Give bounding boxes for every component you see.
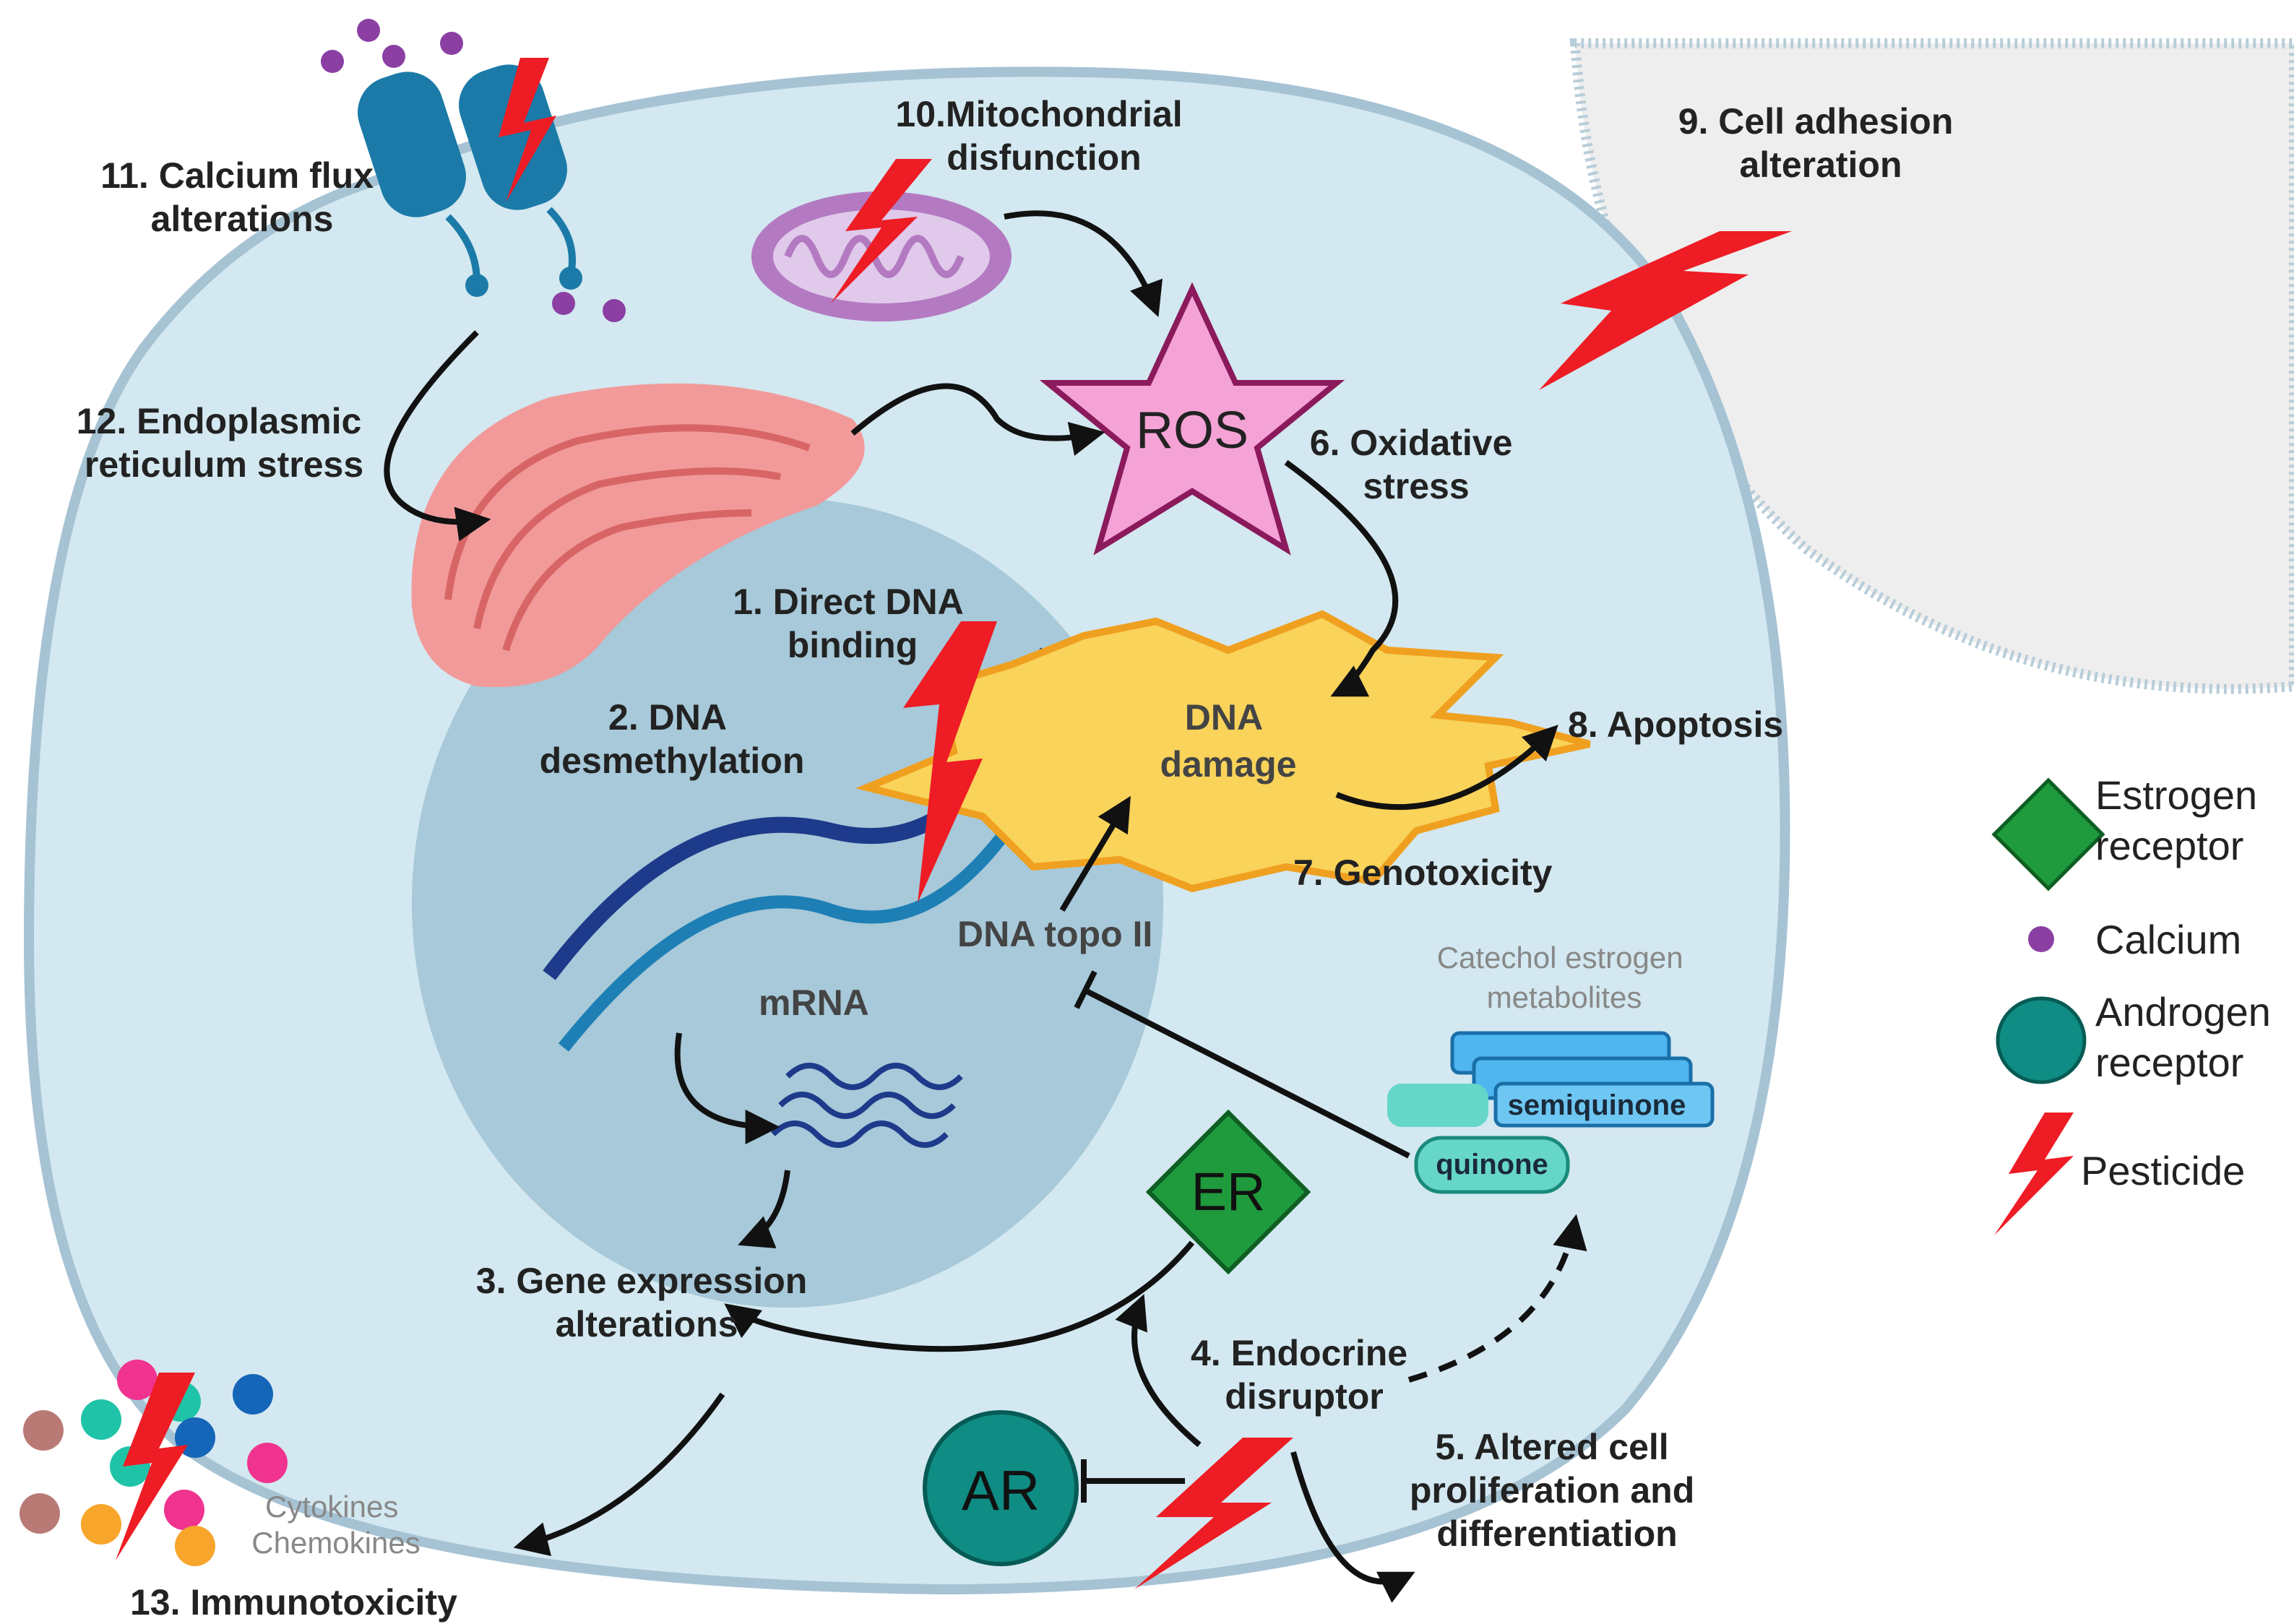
- label-apoptosis: 8. Apoptosis: [1568, 704, 1783, 745]
- label-direct-dna: 1. Direct DNA binding: [733, 582, 973, 665]
- ar-label: AR: [962, 1459, 1040, 1522]
- ar-receptor-circle: [923, 1410, 1079, 1566]
- arrow-ros-to-damage: [1284, 459, 1399, 697]
- arrow-pesticide-to-er: [1115, 1294, 1202, 1448]
- calcium-ion: [357, 19, 380, 42]
- arrow-gene-expr-to-immuno: [513, 1392, 725, 1556]
- cytokine-dot: [175, 1526, 215, 1566]
- legend-pesticide-icon: [1994, 1113, 2074, 1235]
- legend-estrogen-icon: [1991, 777, 2105, 891]
- label-altered-proliferation: 5. Altered cell proliferation and differ…: [1410, 1427, 1704, 1554]
- catechol-label: Catechol estrogen metabolites: [1437, 941, 1692, 1014]
- ion-channel-left: [358, 72, 466, 217]
- inhibit-metabolites-to-topo: [1082, 987, 1410, 1159]
- cytokine-dot: [233, 1374, 273, 1414]
- label-mitochondrial: 10.Mitochondrial disfunction: [895, 94, 1192, 178]
- quinone-plate: [1414, 1136, 1570, 1194]
- label-dna-desmethylation: 2. DNA desmethylation: [540, 697, 805, 781]
- cytokine-dot: [81, 1504, 121, 1545]
- channel-tail-bulb: [465, 274, 488, 297]
- legend-androgen-icon: [1996, 996, 2087, 1084]
- dna-topo-label: DNA topo II: [957, 914, 1152, 954]
- calcium-ion: [552, 292, 575, 315]
- label-gene-expression: 3. Gene expression alterations: [476, 1261, 817, 1344]
- legend-calcium-label: Calcium: [2095, 917, 2241, 962]
- er-receptor-diamond: [1145, 1109, 1311, 1275]
- quinone-label: quinone: [1436, 1149, 1548, 1180]
- arrow-er-to-ros: [850, 383, 1105, 457]
- pesticide-bolt-channel: [499, 58, 556, 202]
- pesticide-bolt-main: [1134, 1438, 1293, 1589]
- ros-label: ROS: [1136, 402, 1249, 459]
- cytokine-dot: [20, 1493, 60, 1534]
- label-oxidative-stress: 6. Oxidative stress: [1310, 423, 1523, 506]
- arrow-endocrine-to-metabolites: [1407, 1214, 1587, 1383]
- pesticide-bolt-adhesion: [1539, 231, 1792, 390]
- calcium-ion: [603, 299, 626, 322]
- calcium-ion: [382, 45, 405, 68]
- calcium-ion: [321, 50, 344, 73]
- legend-calcium-icon: [2028, 926, 2054, 952]
- arrow-dna-to-mrna: [674, 1032, 780, 1144]
- arrow-topo-to-damage: [1059, 795, 1131, 912]
- label-endocrine: 4. Endocrine disruptor: [1191, 1333, 1418, 1417]
- calcium-ion: [440, 32, 463, 55]
- cytokines-label: Cytokines Chemokines: [251, 1490, 420, 1560]
- cytokine-dot: [23, 1410, 64, 1451]
- label-calcium-flux: 11. Calcium flux alterations: [100, 155, 384, 239]
- label-immunotoxicity: 13. Immunotoxicity: [130, 1582, 457, 1623]
- label-genotoxicity: 7. Genotoxicity: [1293, 852, 1553, 893]
- dna-damage-burst: [855, 610, 1591, 893]
- calcium-channel-group: [321, 19, 626, 322]
- arrow-mito-to-ros: [1004, 210, 1163, 317]
- label-er-stress: 12. Endoplasmic reticulum stress: [77, 401, 372, 485]
- arrow-mrna-to-gene-expr: [738, 1170, 790, 1248]
- semiquinone-plate: [1493, 1081, 1715, 1128]
- ros-star: [1039, 282, 1345, 556]
- legend-pesticide-label: Pesticide: [2081, 1148, 2245, 1193]
- semiquinone-label: semiquinone: [1508, 1089, 1686, 1121]
- mrna-label: mRNA: [759, 982, 869, 1023]
- dna-damage-label: DNA damage: [1160, 697, 1297, 785]
- catechol-metabolites: [1387, 1031, 1715, 1194]
- pesticide-bolt-mito: [831, 159, 932, 303]
- cytokine-dot: [117, 1360, 158, 1400]
- pesticide-bolt-dna: [903, 621, 997, 903]
- arrow-pesticide-to-proliferation: [1290, 1451, 1415, 1603]
- ion-channel-right: [459, 64, 567, 210]
- cytokine-dot: [81, 1399, 121, 1440]
- er-label: ER: [1191, 1162, 1266, 1222]
- mrna-strands: [771, 1063, 963, 1148]
- cytokine-dot: [247, 1443, 288, 1483]
- inhibit-bar-topo: [1074, 970, 1098, 1009]
- channel-tail-bulb: [559, 267, 582, 290]
- pesticide-bolt-cytokines: [116, 1373, 195, 1560]
- cytokine-dot: [164, 1490, 204, 1530]
- label-cell-adhesion: 9. Cell adhesion alteration: [1678, 101, 1964, 185]
- arrow-damage-to-apoptosis: [1335, 725, 1558, 811]
- arrow-calcium-to-er: [384, 330, 491, 542]
- mitochondrion: [751, 191, 1012, 321]
- legend-estrogen-label: Estrogen receptor: [2095, 772, 2269, 868]
- legend-androgen-label: Androgen receptor: [2095, 989, 2282, 1085]
